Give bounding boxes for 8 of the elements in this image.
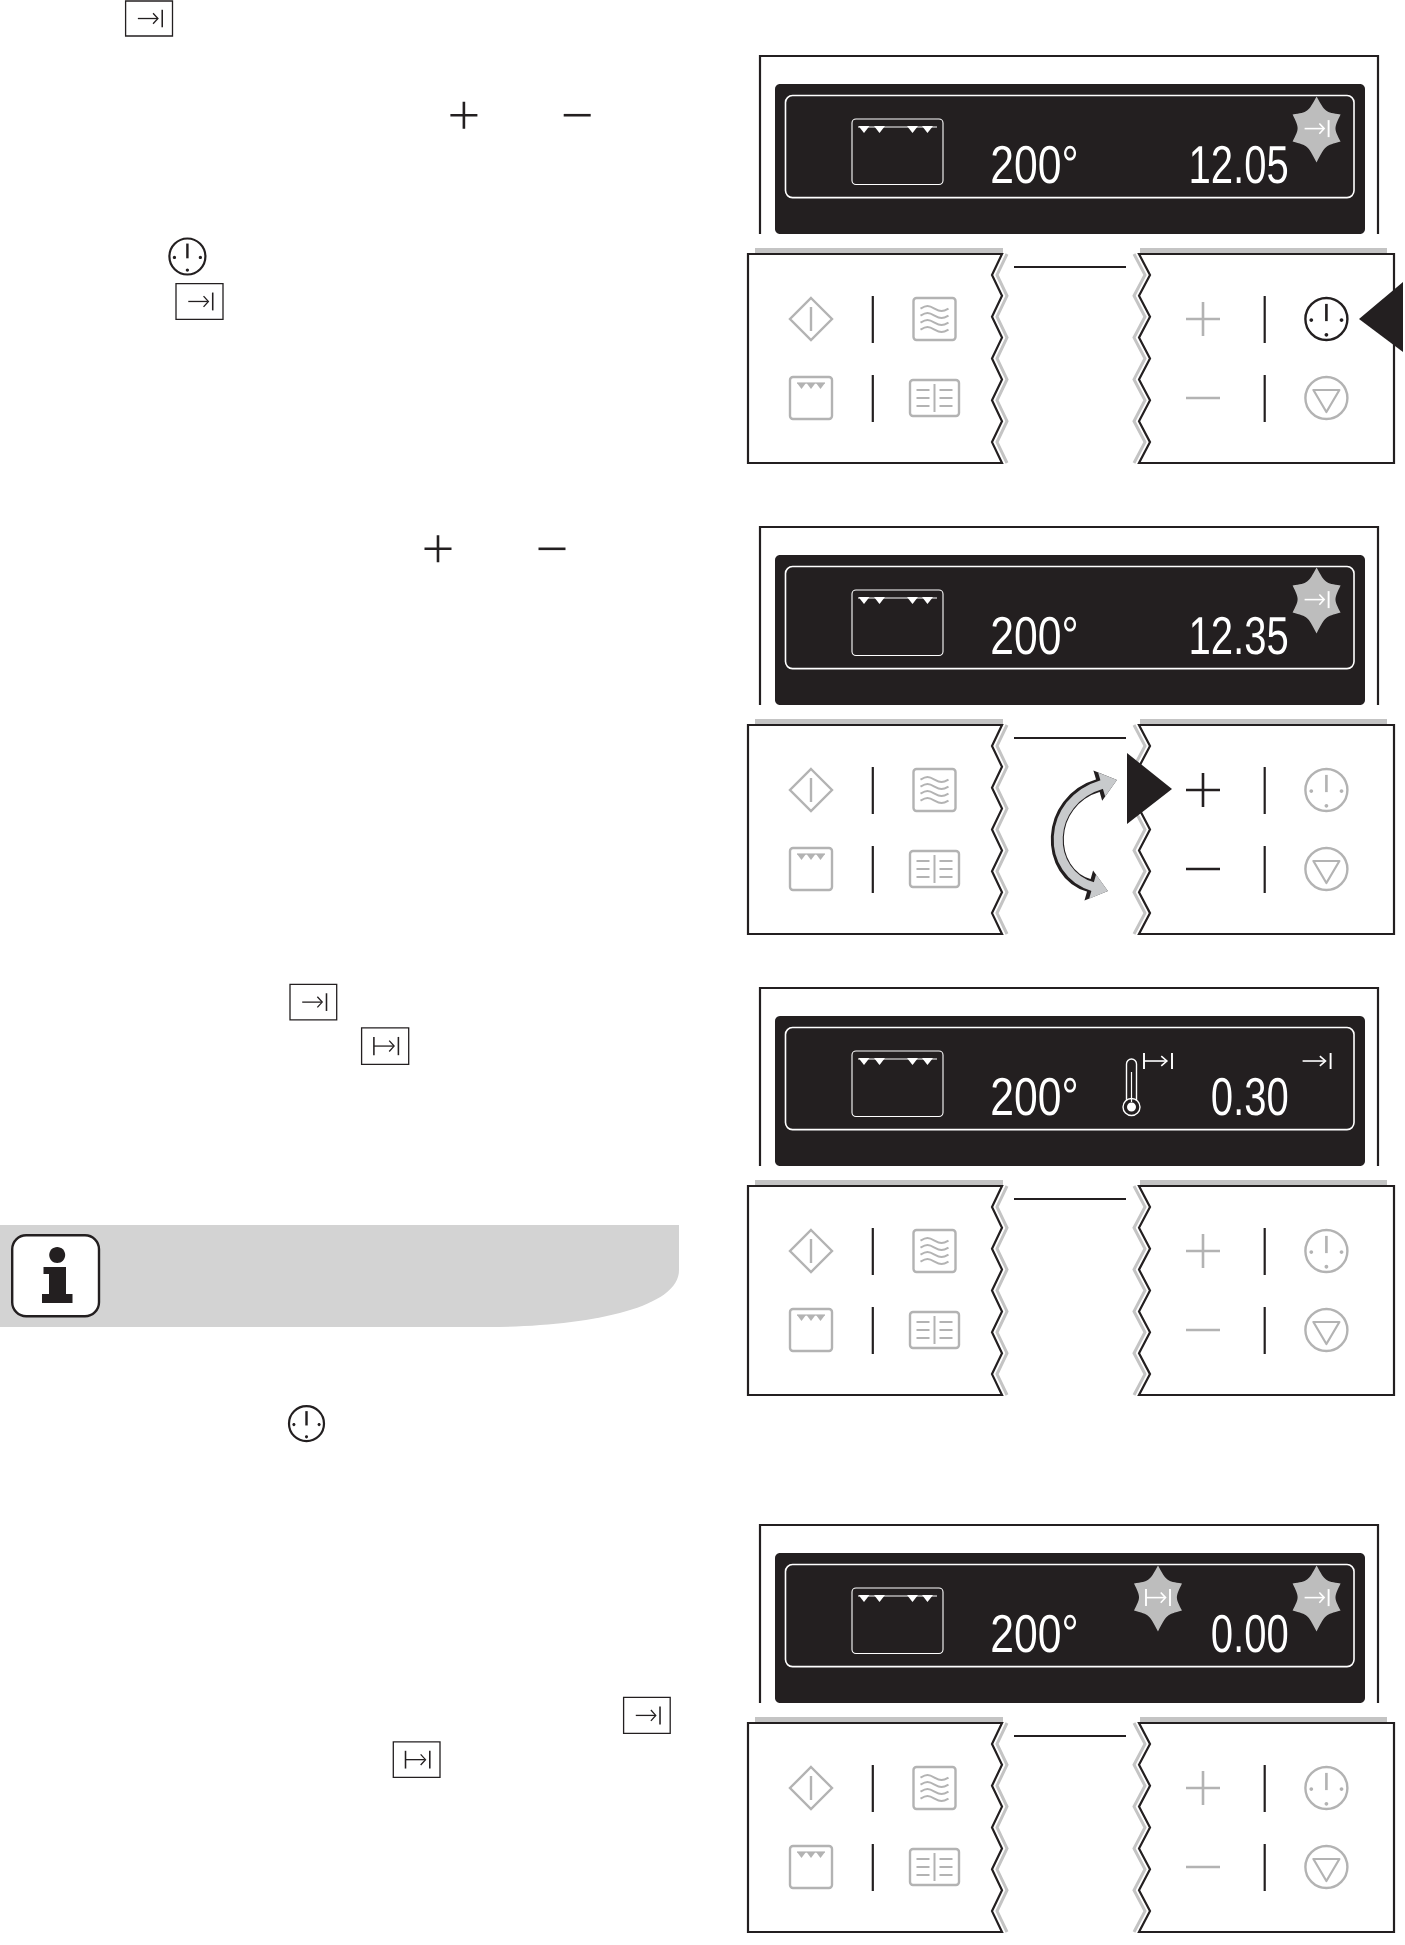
temperature-readout: 200°	[992, 1077, 1077, 1116]
temperature-readout: 200°	[992, 145, 1077, 184]
time-readout: 0.00	[1212, 1614, 1288, 1653]
time-readout: 12.05	[1191, 145, 1288, 184]
temperature-readout: 200°	[992, 1614, 1077, 1653]
temperature-readout: 200°	[992, 616, 1077, 655]
time-readout: 0.30	[1212, 1077, 1288, 1116]
time-readout: 12.35	[1191, 616, 1288, 655]
